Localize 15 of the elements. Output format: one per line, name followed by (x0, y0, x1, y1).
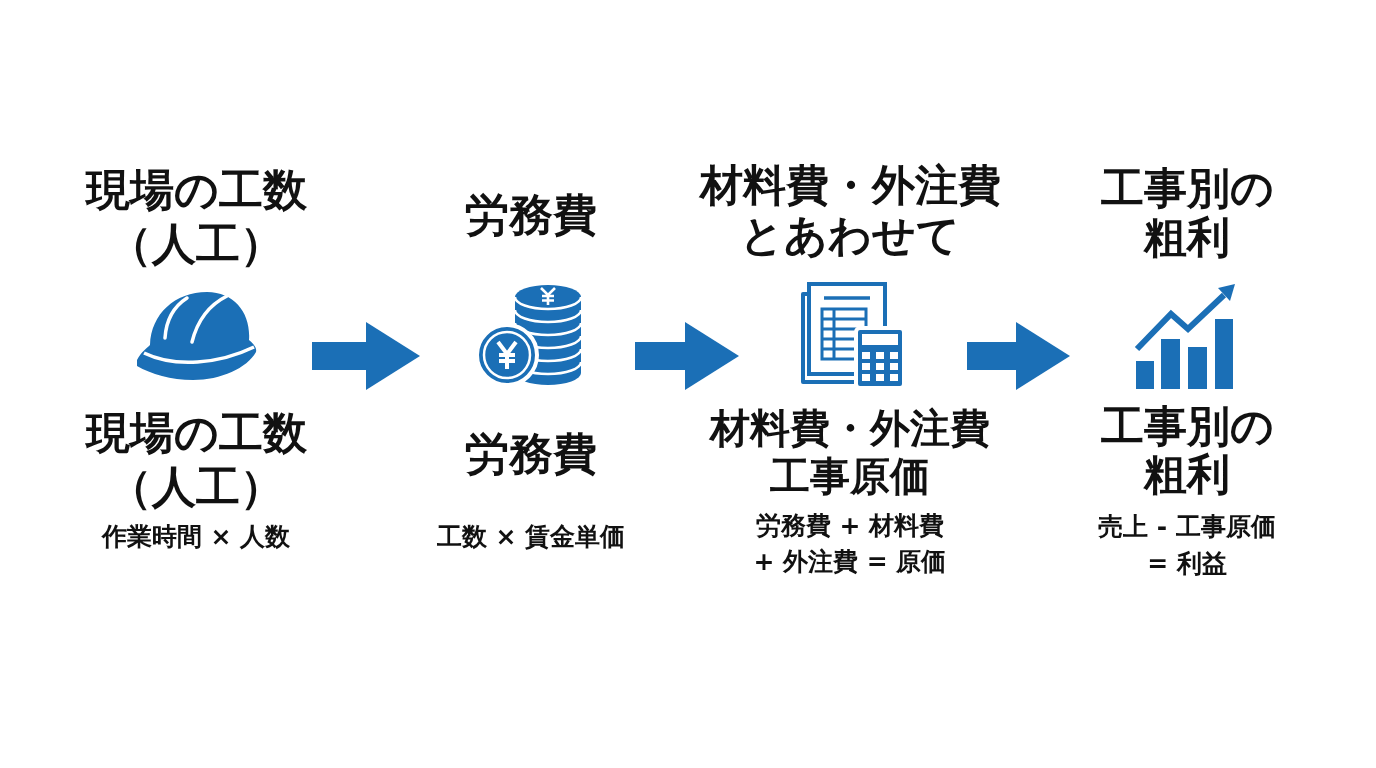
step-heading: 材料費・外注費とあわせて (698, 160, 1002, 260)
step-heading: 工事別の粗利 (1099, 164, 1275, 262)
step-heading: 現場の工数（人工） (84, 163, 308, 271)
step-label: 工事別の粗利 (1099, 402, 1275, 498)
step-label: 現場の工数（人工） (84, 406, 308, 514)
formula-text: 工数 × 賃金単価 (436, 521, 626, 553)
step-label: 労務費 (465, 427, 597, 481)
formula-text: 作業時間 × 人数 (101, 521, 291, 553)
formula-text: 売上 - 工事原価 = 利益 (1097, 511, 1277, 580)
step-heading: 労務費 (465, 188, 597, 242)
arrow (312, 322, 420, 390)
step-label: 材料費・外注費工事原価 (708, 404, 991, 500)
arrow (967, 322, 1070, 390)
arrow (635, 322, 739, 390)
formula-text: 労務費 + 材料費 + 外注費 = 原価 (752, 510, 948, 578)
